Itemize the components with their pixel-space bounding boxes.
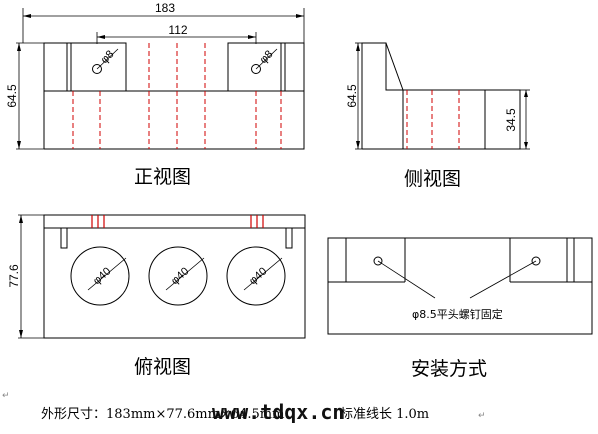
footer: ↵ 外形尺寸：183mm×77.6mm×64.5mm 标准线长 1.0m www… bbox=[2, 391, 486, 424]
paragraph-mark: ↵ bbox=[478, 411, 486, 421]
front-hole-spacing: 112 bbox=[168, 23, 187, 37]
top-bore-3-label: φ40 bbox=[247, 265, 269, 287]
top-bore-2-label: φ40 bbox=[169, 265, 191, 287]
spec-text: 外形尺寸：183mm×77.6mm×64.5mm bbox=[41, 407, 284, 422]
side-view-caption: 侧视图 bbox=[404, 168, 461, 190]
paragraph-mark: ↵ bbox=[2, 391, 10, 401]
install-view: φ8.5平头螺钉固定 安装方式 bbox=[327, 237, 593, 380]
lead-length-text: 标准线长 1.0m bbox=[340, 407, 429, 422]
front-hole-left-label: φ8 bbox=[99, 48, 117, 66]
install-hole-left bbox=[373, 256, 383, 266]
front-hole-left bbox=[92, 64, 102, 74]
front-view: 183 112 64.5 φ8 φ8 bbox=[5, 1, 305, 188]
install-hole-right bbox=[531, 256, 541, 266]
watermark: www.tdqx.cn bbox=[212, 400, 344, 424]
front-view-caption: 正视图 bbox=[134, 166, 191, 188]
side-view: 64.5 34.5 侧视图 bbox=[345, 42, 530, 190]
install-view-caption: 安装方式 bbox=[411, 358, 487, 380]
front-height: 64.5 bbox=[5, 84, 19, 108]
side-height: 64.5 bbox=[345, 84, 359, 108]
side-step-height: 34.5 bbox=[504, 108, 518, 132]
front-hole-right bbox=[251, 64, 261, 74]
top-depth: 77.6 bbox=[7, 264, 21, 288]
top-view: 77.6 φ40 φ40 φ40 俯视图 bbox=[7, 214, 306, 378]
top-bore-2 bbox=[148, 246, 208, 306]
front-overall-width: 183 bbox=[155, 1, 175, 15]
top-bore-1 bbox=[70, 246, 130, 306]
top-bore-1-label: φ40 bbox=[91, 265, 113, 287]
install-note: φ8.5平头螺钉固定 bbox=[412, 307, 503, 321]
top-view-caption: 俯视图 bbox=[134, 356, 191, 378]
front-hole-right-label: φ8 bbox=[258, 48, 276, 66]
top-bore-3 bbox=[226, 246, 286, 306]
